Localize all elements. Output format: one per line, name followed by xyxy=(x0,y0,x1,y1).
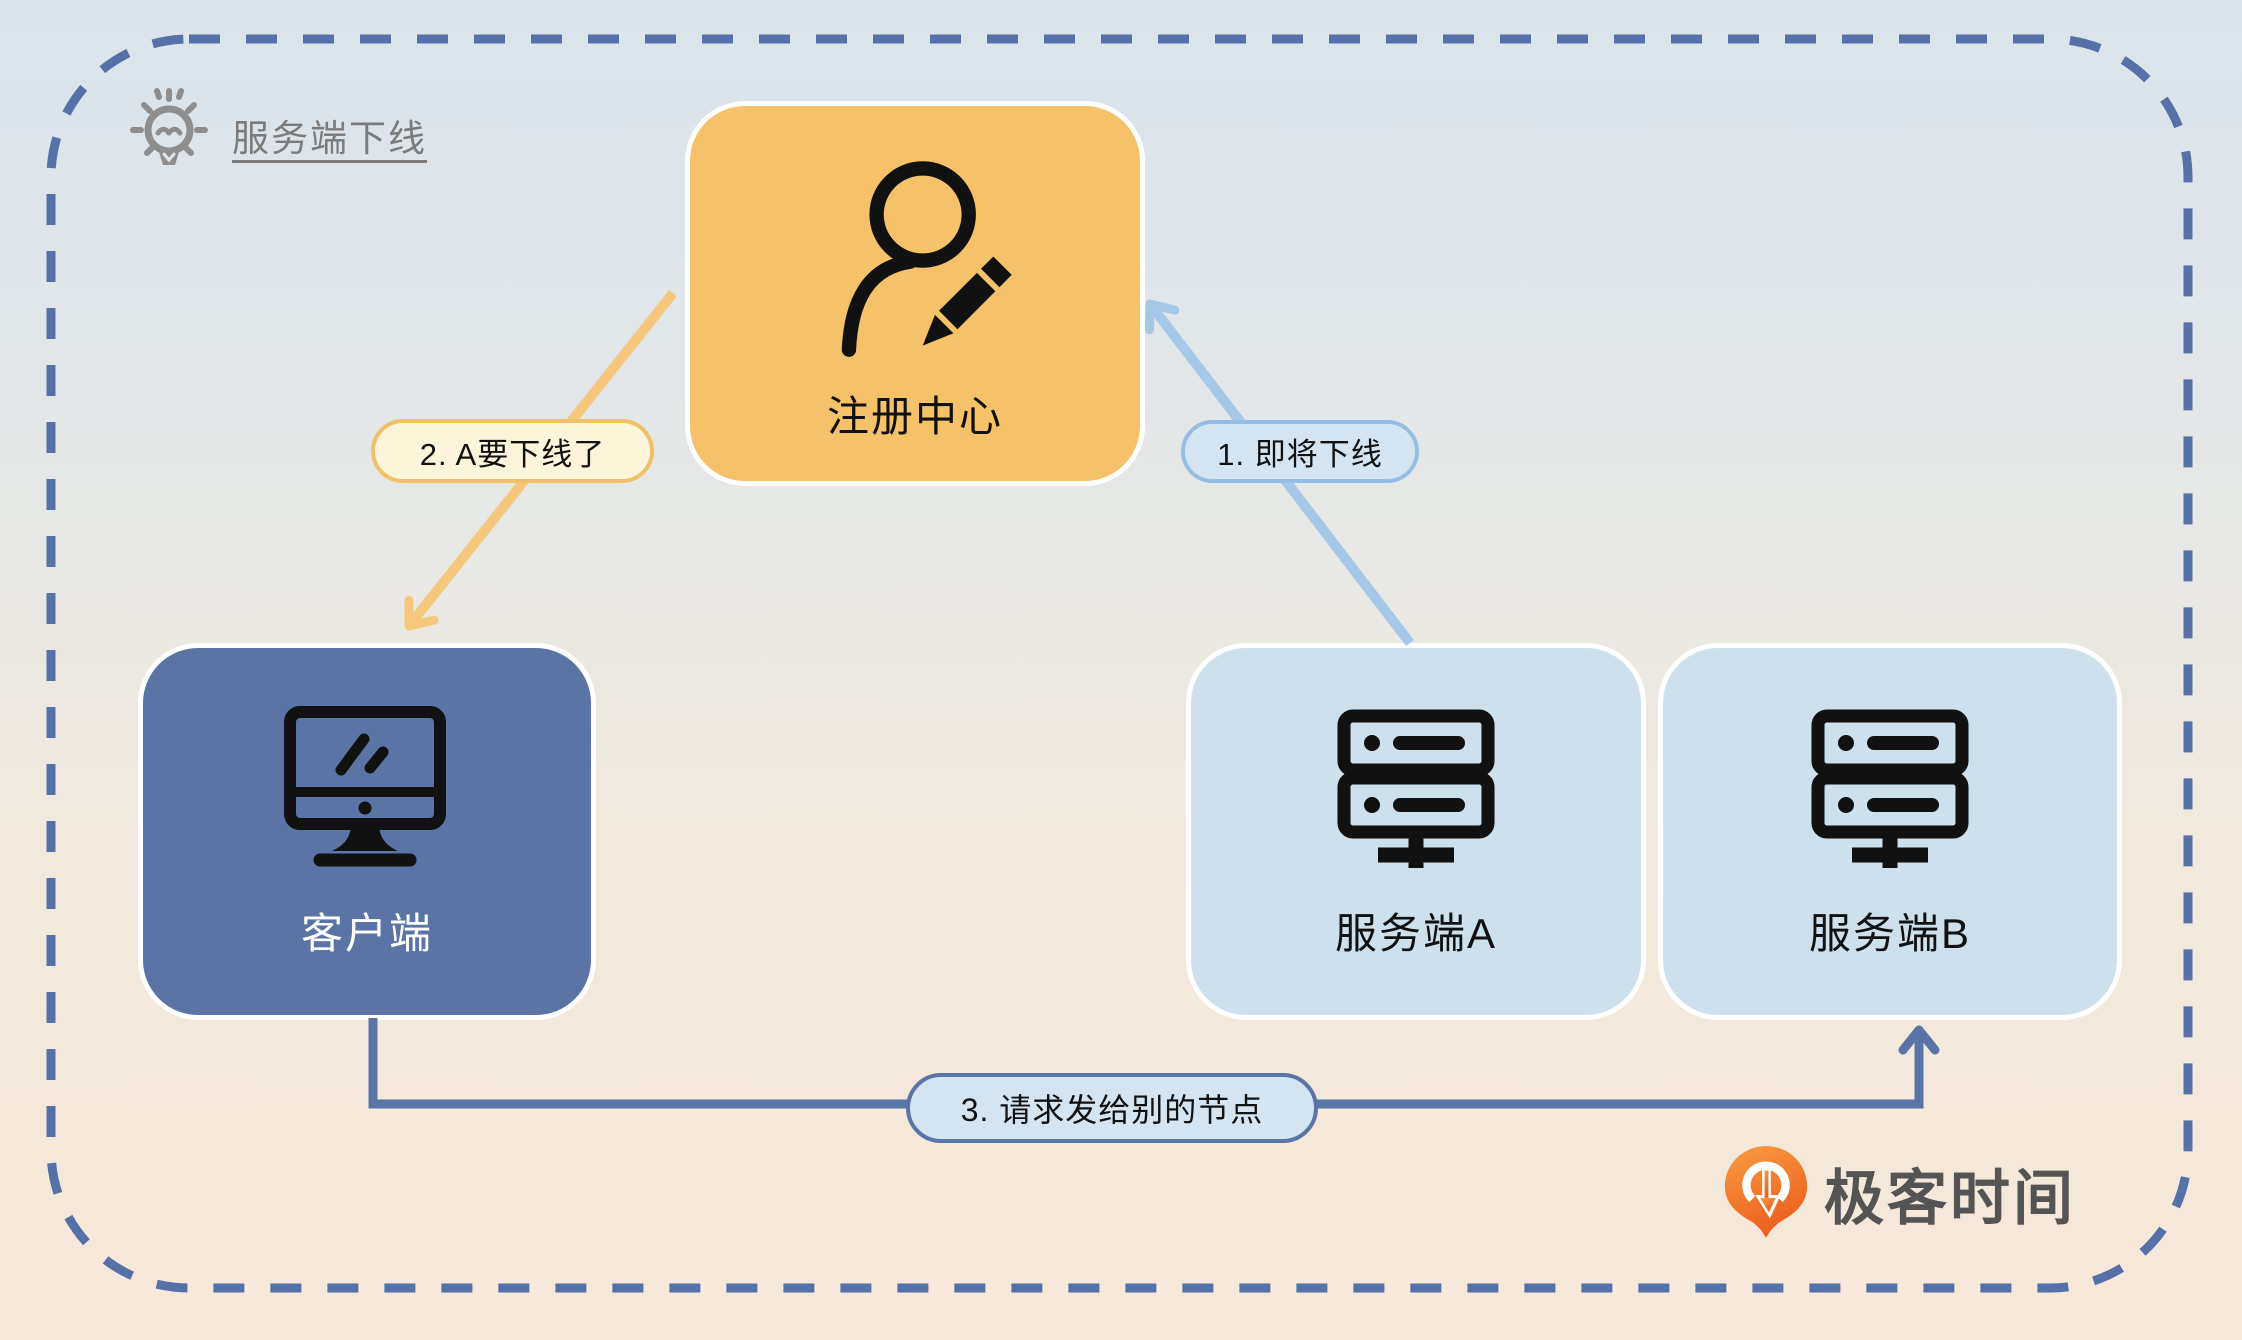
node-server-a: 服务端A xyxy=(1186,643,1646,1020)
registry-label: 注册中心 xyxy=(826,393,1003,440)
node-server-b: 服务端B xyxy=(1658,643,2122,1020)
diagram-title: 服务端下线 xyxy=(232,118,427,159)
geektime-logo-text: 极客时间 xyxy=(1824,1164,2076,1232)
geektime-logo-icon xyxy=(1724,1146,1808,1238)
edge-step1-label: 1. 即将下线 xyxy=(1217,437,1383,472)
edge-step3-label: 3. 请求发给别的节点 xyxy=(960,1092,1264,1128)
node-registry: 注册中心 xyxy=(685,101,1145,486)
lightbulb-icon xyxy=(130,88,208,165)
geektime-logo: 极客时间 xyxy=(1722,1144,2076,1242)
edge-step2-label-pill: 2. A要下线了 xyxy=(371,419,654,483)
monitor-icon xyxy=(261,686,473,886)
server-a-label: 服务端A xyxy=(1334,910,1497,957)
diagram-header: 服务端下线 xyxy=(122,88,427,182)
edge-step2-label: 2. A要下线了 xyxy=(419,436,606,472)
edge-step1-label-pill: 1. 即将下线 xyxy=(1181,420,1419,483)
server-b-label: 服务端B xyxy=(1808,910,1971,957)
server-rack-icon xyxy=(1306,686,1526,886)
edge-step3-label-pill: 3. 请求发给别的节点 xyxy=(906,1073,1318,1143)
client-label: 客户端 xyxy=(300,910,433,957)
node-client: 客户端 xyxy=(138,643,596,1020)
person-edit-icon xyxy=(808,144,1023,369)
server-rack-icon xyxy=(1780,686,2000,886)
